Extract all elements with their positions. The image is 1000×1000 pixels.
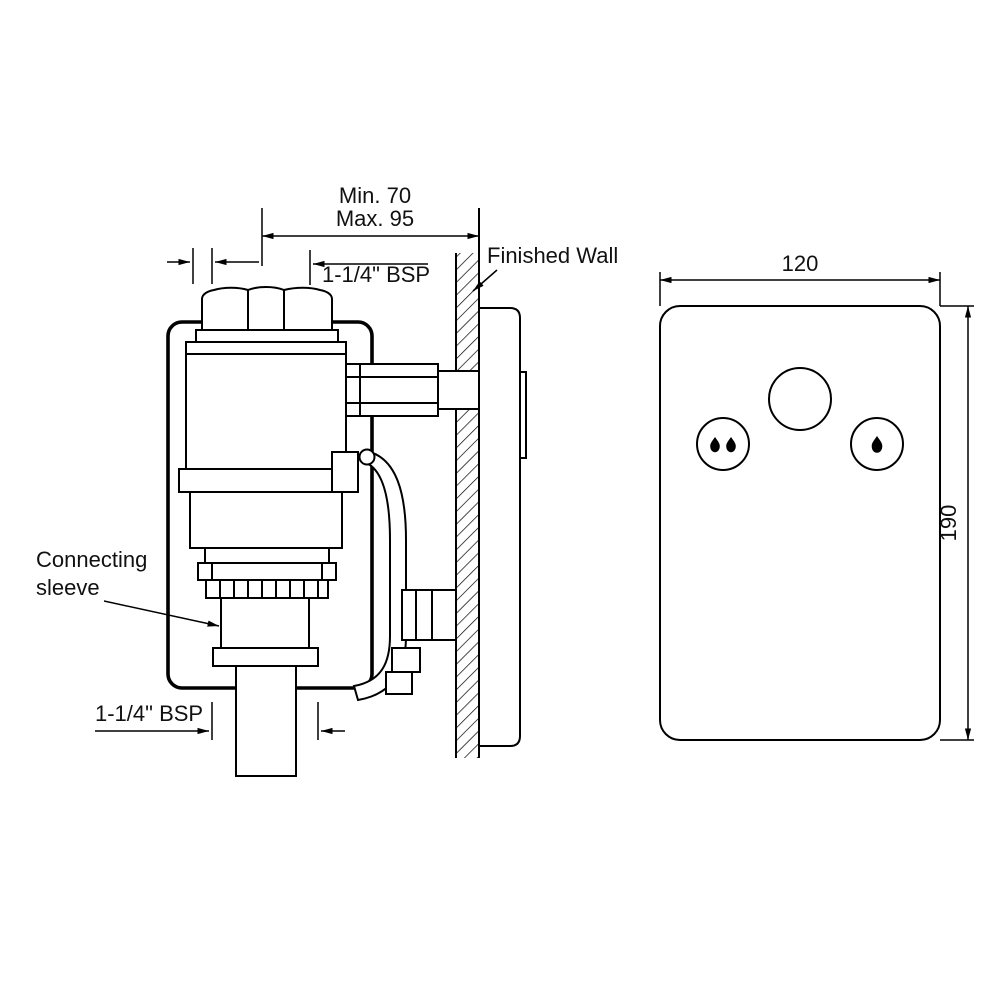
valve-body xyxy=(185,341,347,470)
finished-wall-leader xyxy=(472,269,498,292)
finished-wall-callout: Finished Wall xyxy=(472,243,618,292)
wall-hatch xyxy=(455,208,480,758)
connector-fitting-a xyxy=(391,647,421,673)
thread-top-callout: 1-1/4" BSP xyxy=(309,250,430,287)
union-nut xyxy=(197,562,337,581)
wall-connector xyxy=(401,589,457,641)
valve-band xyxy=(178,468,352,493)
thread-bottom-callout: 1-1/4" BSP xyxy=(95,701,345,740)
sleeve-flange xyxy=(212,647,319,667)
thread-bottom-label: 1-1/4" BSP xyxy=(95,701,203,726)
connecting-sleeve-callout: Connecting sleeve xyxy=(36,547,220,627)
faceplate-button-side xyxy=(519,371,527,459)
step-ring xyxy=(204,547,330,564)
dim-depth: Min. 70 Max. 95 xyxy=(261,183,479,266)
valve-lower-body xyxy=(189,491,343,549)
one-drop-icon xyxy=(871,436,883,453)
plate-width-label: 120 xyxy=(782,251,819,276)
outlet-pipe xyxy=(235,665,297,777)
connector-fitting-b xyxy=(385,671,413,695)
front-view: 120 190 xyxy=(659,251,974,741)
finished-wall-label: Finished Wall xyxy=(487,243,618,268)
dim-small-offset xyxy=(167,248,259,284)
half-flush-button xyxy=(850,417,904,471)
dim-min-label: Min. 70 xyxy=(339,183,411,208)
tube-loop xyxy=(358,448,376,466)
tube-fitting xyxy=(331,451,359,493)
knurled-ring xyxy=(205,579,329,599)
valve-cap xyxy=(195,286,339,343)
faceplate-side xyxy=(478,307,521,747)
connecting-sleeve-label-line1: Connecting xyxy=(36,547,147,572)
faceplate-front xyxy=(659,305,941,741)
side-view: Min. 70 Max. 95 1-1/4" BSP Finished Wall… xyxy=(36,183,618,777)
connecting-sleeve xyxy=(220,597,310,649)
dim-width-120: 120 xyxy=(659,251,941,306)
plate-height-label: 190 xyxy=(936,505,961,542)
inlet-pipe xyxy=(345,363,439,417)
two-drops-icon xyxy=(710,437,736,453)
flush-tube xyxy=(352,450,407,702)
dim-max-label: Max. 95 xyxy=(336,206,414,231)
thread-top-label: 1-1/4" BSP xyxy=(322,262,430,287)
connecting-sleeve-leader xyxy=(103,600,220,627)
inlet-nipple xyxy=(437,370,480,410)
full-flush-button xyxy=(696,417,750,471)
connecting-sleeve-label-line2: sleeve xyxy=(36,575,100,600)
dim-height-190: 190 xyxy=(936,305,974,741)
sensor-window-circle xyxy=(768,367,832,431)
